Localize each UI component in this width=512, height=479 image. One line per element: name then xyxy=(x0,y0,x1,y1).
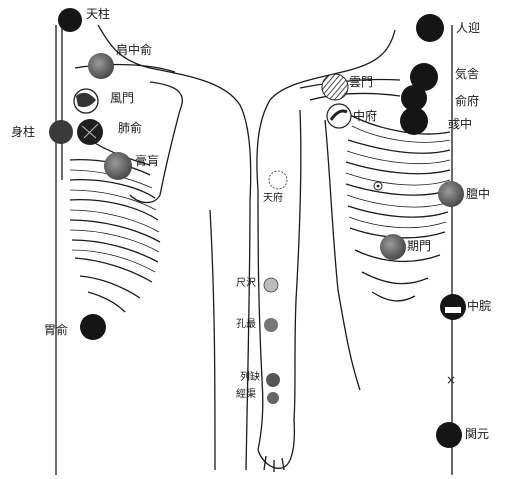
point-qimen xyxy=(380,234,406,260)
label-qishe: 気舎 xyxy=(455,68,479,80)
label-kongzui: 孔最 xyxy=(236,320,256,330)
label-jingqu: 經渠 xyxy=(236,390,256,400)
label-gaohuang: 膏肓 xyxy=(135,155,159,167)
label-chize: 尺沢 xyxy=(236,279,256,289)
label-qimen: 期門 xyxy=(407,240,431,252)
point-chize xyxy=(264,278,278,292)
label-feishu: 肺俞 xyxy=(118,122,142,134)
label-fengmen: 風門 xyxy=(110,92,134,104)
point-jingqu xyxy=(267,392,279,404)
label-jianzhongshu: 肩中俞 xyxy=(116,44,152,56)
point-zhongfu xyxy=(327,104,351,128)
label-zhongfu: 中府 xyxy=(353,110,377,122)
point-renying xyxy=(416,14,444,42)
point-shenzhu xyxy=(49,120,73,144)
label-zhongwan: 中脘 xyxy=(467,300,491,312)
label-lieque: 列缺 xyxy=(240,373,260,383)
point-guanyuan xyxy=(436,422,462,448)
point-lieque xyxy=(266,373,280,387)
label-renying: 人迎 xyxy=(456,22,480,34)
label-yuzhong: 彧中 xyxy=(448,118,472,130)
label-shenzhu: 身柱 xyxy=(11,126,35,138)
label-shanzhong: 膻中 xyxy=(466,188,490,200)
point-gaohuang xyxy=(104,152,132,180)
point-jianzhongshu xyxy=(88,53,114,79)
label-yunmen: 雲門 xyxy=(349,76,373,88)
label-tianfu: 天府 xyxy=(263,194,283,204)
point-tianfu xyxy=(269,171,287,189)
point-tianzhu xyxy=(58,8,82,32)
point-shanzhong xyxy=(438,181,464,207)
label-weishu: 胃俞 xyxy=(44,324,68,336)
label-guanyuan: 関元 xyxy=(465,428,489,440)
point-yunmen xyxy=(322,74,348,100)
point-yuzhong xyxy=(400,107,428,135)
left-figure-outline xyxy=(56,20,251,475)
cross-mark: × xyxy=(446,373,456,387)
point-kongzui xyxy=(264,318,278,332)
point-weishu xyxy=(80,314,106,340)
label-shufu: 俞府 xyxy=(455,95,479,107)
label-tianzhu: 天柱 xyxy=(86,8,110,20)
